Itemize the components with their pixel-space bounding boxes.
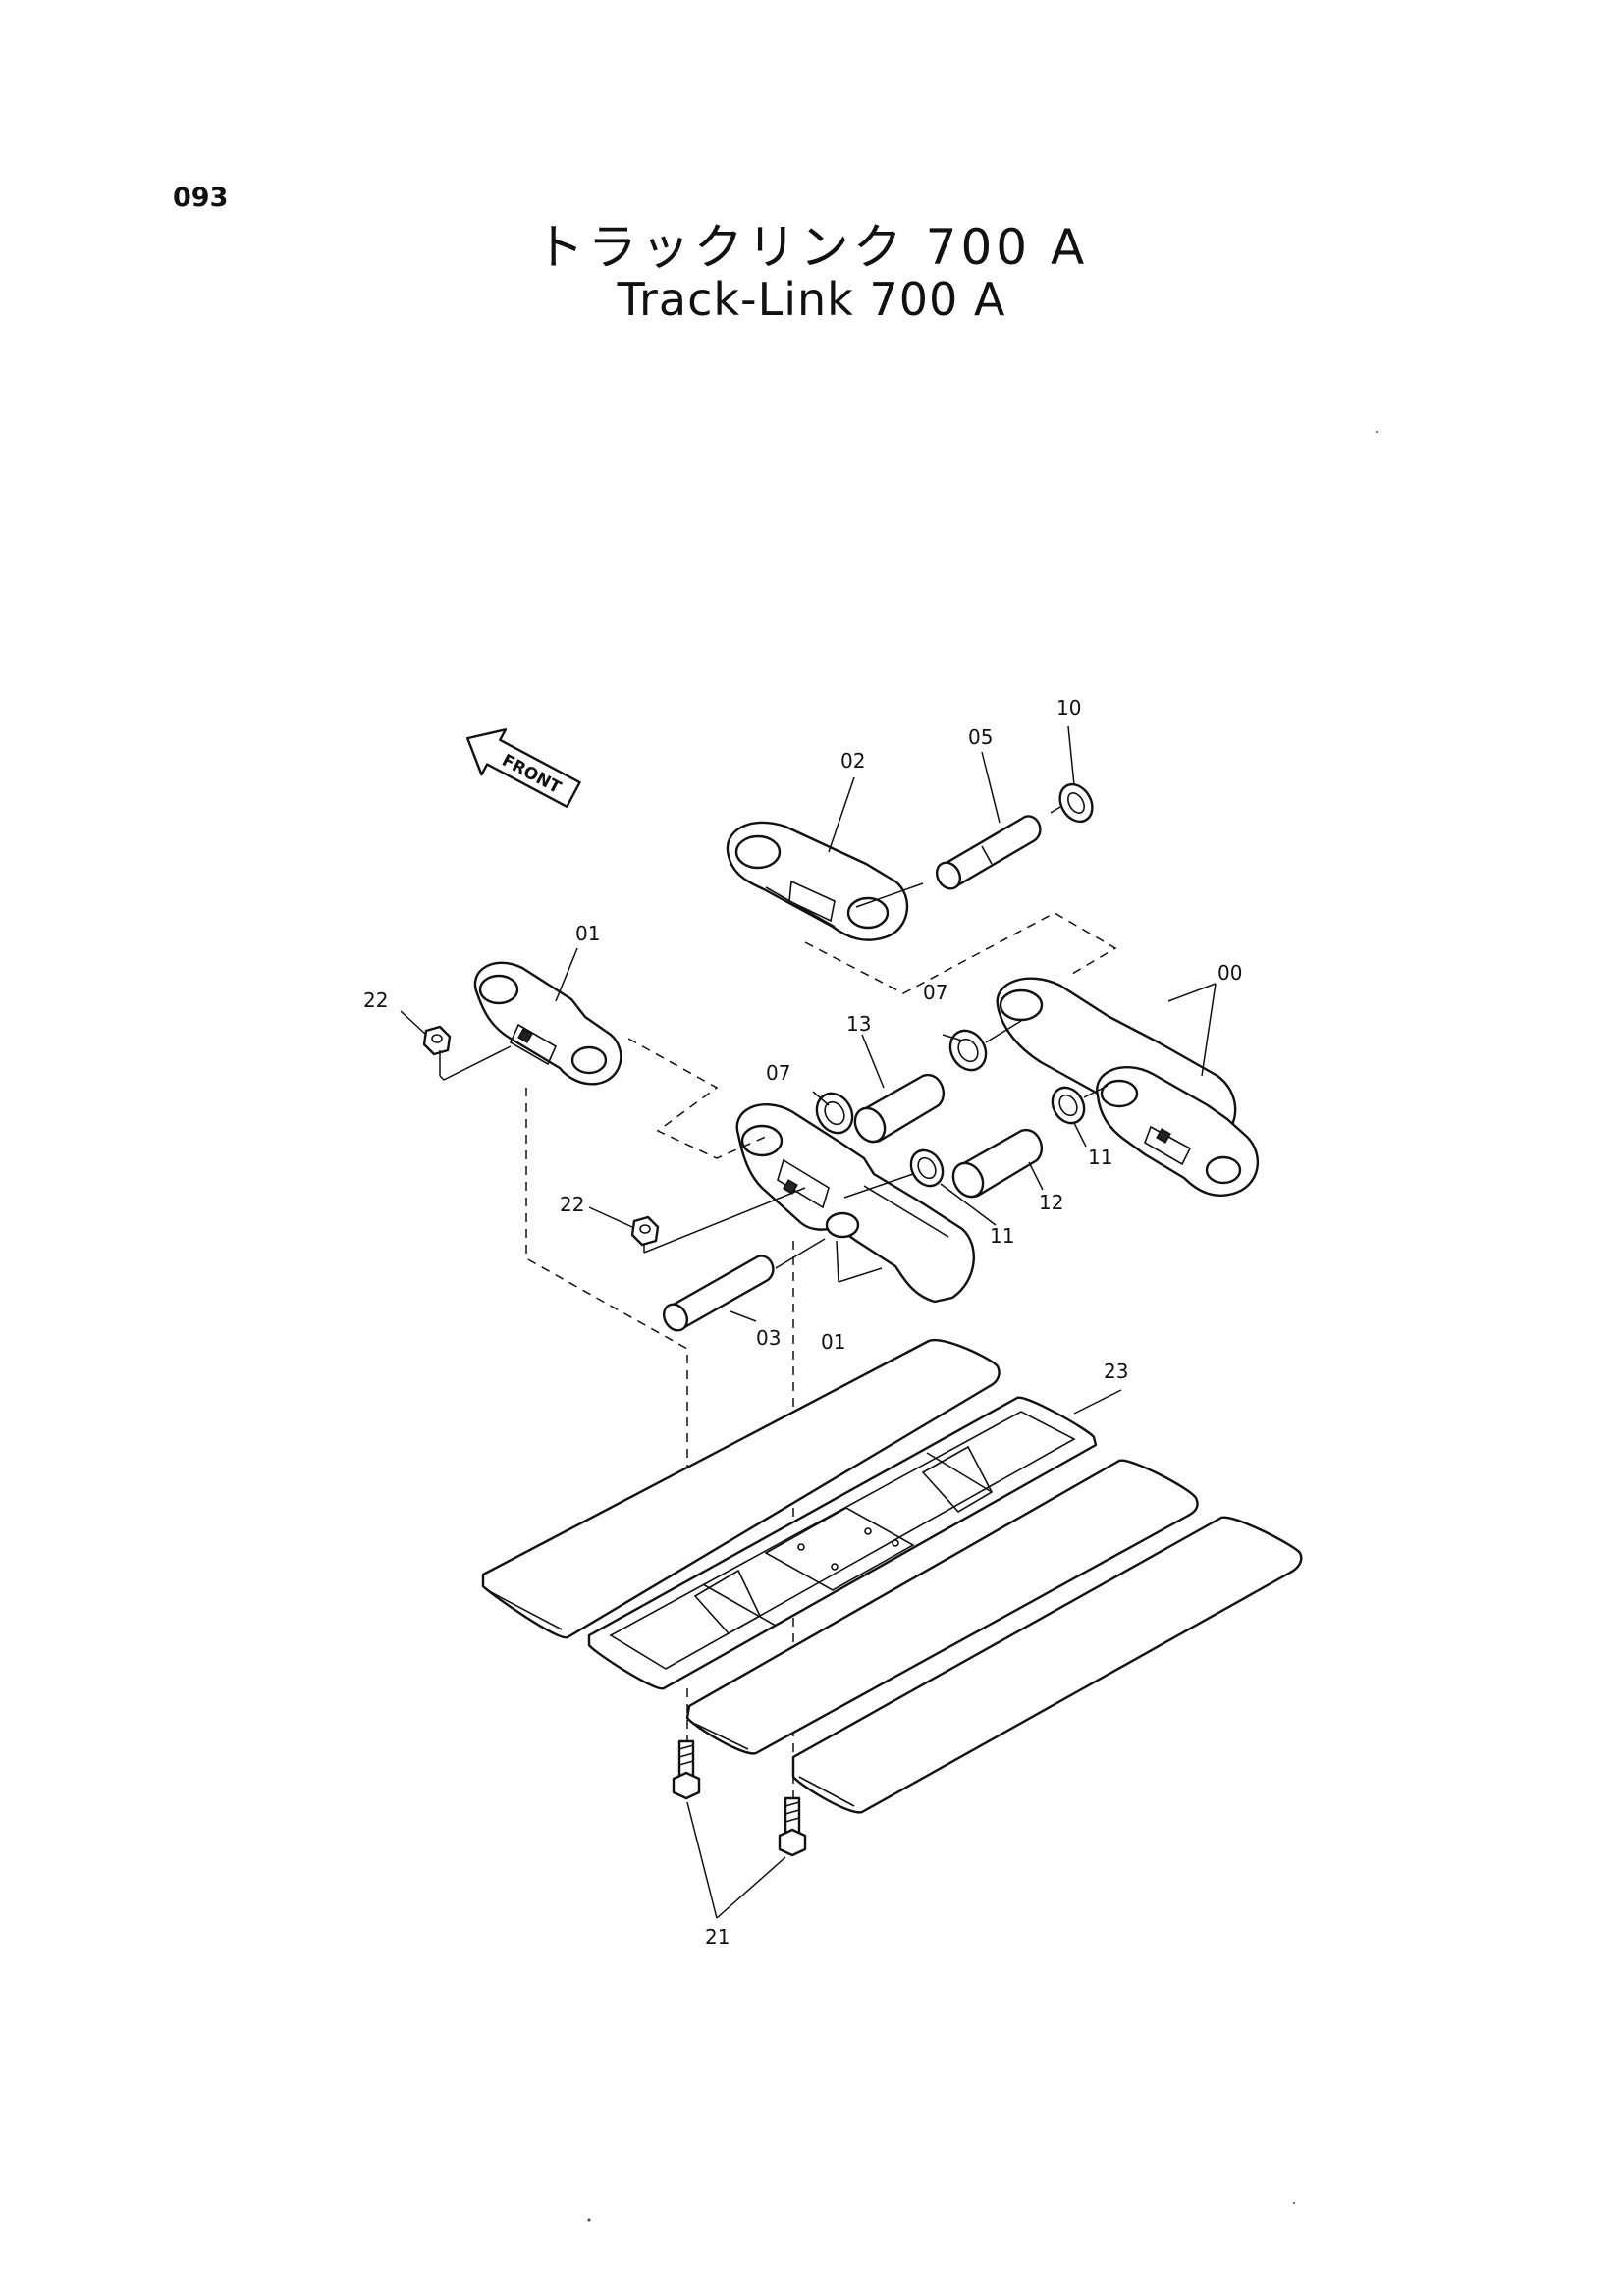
scan-speck	[1376, 431, 1378, 433]
link-part-01-center	[735, 1103, 975, 1304]
nut-part-22-upper	[422, 1025, 452, 1056]
scan-speck	[587, 2218, 591, 2222]
seal-part-07-upper	[948, 1029, 988, 1072]
callout-21: 21	[705, 1925, 730, 1949]
callout-03: 03	[756, 1326, 781, 1350]
pin-part-05	[935, 815, 1042, 890]
callout-12: 12	[1039, 1191, 1063, 1214]
track-shoe-part-23	[481, 1338, 1303, 1814]
callout-00: 00	[1217, 961, 1242, 985]
callout-07-upper: 07	[923, 981, 947, 1004]
scan-speck	[1293, 2202, 1295, 2204]
bolt-part-21-left	[672, 1739, 701, 1800]
link-part-02	[726, 821, 909, 941]
snap-ring-part-10	[1058, 782, 1094, 824]
callout-13: 13	[846, 1012, 871, 1036]
link-part-01-left	[473, 961, 622, 1086]
callout-22-upper: 22	[363, 988, 388, 1012]
callout-01-lower: 01	[821, 1330, 845, 1354]
nut-part-22-lower	[630, 1215, 660, 1247]
bushing-part-12	[951, 1128, 1044, 1199]
callout-01-upper: 01	[575, 922, 600, 945]
callout-05: 05	[968, 725, 993, 749]
callout-22-lower: 22	[560, 1193, 584, 1216]
callout-02: 02	[840, 749, 865, 773]
front-direction-arrow-icon: FRONT	[465, 728, 581, 808]
callout-11-left: 11	[990, 1224, 1014, 1248]
title-japanese: トラックリンク 700 A	[534, 219, 1089, 276]
callout-23: 23	[1104, 1360, 1128, 1383]
page-number: 093	[173, 183, 229, 213]
bolt-part-21-right	[778, 1796, 807, 1857]
callout-10: 10	[1056, 696, 1081, 720]
callout-07-lower: 07	[766, 1061, 790, 1085]
title-english: Track-Link 700 A	[617, 273, 1006, 326]
pin-part-03	[662, 1255, 775, 1332]
callout-11-right: 11	[1088, 1146, 1112, 1169]
seal-part-11-right	[1051, 1086, 1086, 1125]
seal-part-11-left	[909, 1148, 945, 1188]
bushing-part-13	[853, 1073, 946, 1144]
link-assembly-part-00	[996, 977, 1260, 1197]
